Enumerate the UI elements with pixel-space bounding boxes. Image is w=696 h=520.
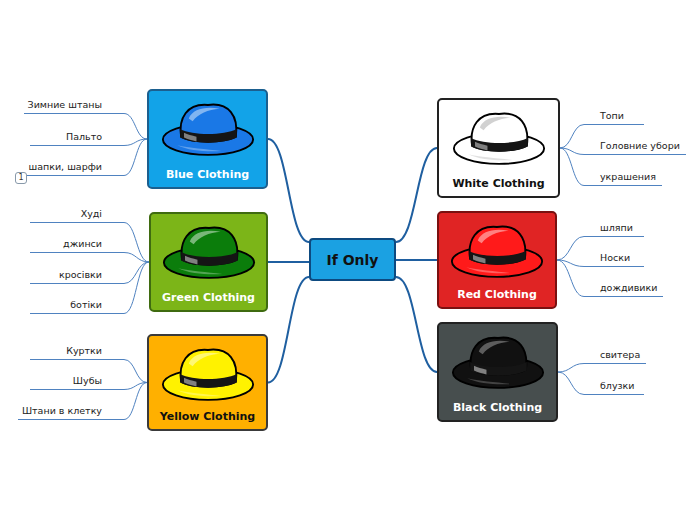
subtopic: Штани в клетку — [18, 404, 124, 420]
hat-illustration — [451, 106, 547, 168]
sub-branch — [557, 237, 584, 261]
box-title: Blue Clothing — [151, 168, 264, 181]
sub-branch — [560, 148, 584, 186]
subtopic: Пальто — [30, 130, 124, 146]
subtopic-text: шляпи — [600, 221, 644, 235]
subtopic: кросівки — [30, 268, 124, 284]
subtopic-text: джинси — [30, 237, 102, 251]
subtopic-text: Пальто — [30, 130, 102, 144]
subtopic: Куртки — [30, 344, 124, 360]
hat-topic-box: Black Clothing — [437, 322, 558, 422]
sub-branch — [124, 383, 147, 420]
subtopic-text: ботіки — [30, 298, 102, 312]
sub-branch — [124, 223, 149, 263]
subtopic: джинси — [30, 237, 124, 253]
subtopic: шапки, шарфи — [24, 160, 124, 176]
subtopic: Топи — [584, 109, 644, 125]
subtopic: свитера — [584, 348, 646, 364]
sub-branch — [124, 360, 147, 383]
subtopic-text: блузки — [600, 379, 644, 393]
subtopic: Носки — [584, 251, 644, 267]
subtopic: Шубы — [30, 374, 124, 390]
box-title: Yellow Clothing — [151, 410, 264, 423]
subtopic-text: кросівки — [30, 268, 102, 282]
main-branch — [268, 139, 309, 242]
subtopic-text: украшения — [600, 170, 662, 184]
sub-branch — [124, 139, 147, 176]
hat-topic-box: Red Clothing — [437, 211, 557, 309]
subtopic-text: Штани в клетку — [18, 404, 102, 418]
box-title: Red Clothing — [441, 288, 553, 301]
hat-topic-box: Yellow Clothing — [147, 334, 268, 431]
subtopic: украшения — [584, 170, 662, 186]
subtopic: Зимние штаны — [24, 98, 124, 114]
hat-topic-box: White Clothing — [437, 98, 560, 198]
sub-branch — [124, 253, 149, 263]
sub-branch — [558, 364, 584, 373]
sub-branch — [558, 372, 584, 395]
central-topic: If Only — [309, 238, 396, 281]
box-title: Green Clothing — [153, 291, 264, 304]
main-branch — [268, 261, 309, 263]
box-title: Black Clothing — [441, 401, 554, 414]
subtopic: Худі — [30, 207, 124, 223]
main-branch — [396, 259, 437, 261]
subtopic-text: дождивики — [600, 281, 663, 295]
subtopic-text: Шубы — [30, 374, 102, 388]
subtopic: Головние убори — [584, 139, 686, 155]
hat-illustration — [450, 330, 546, 392]
main-branch — [268, 277, 309, 383]
main-branch — [396, 277, 437, 372]
box-title: White Clothing — [441, 177, 556, 190]
sub-branch — [557, 260, 584, 297]
subtopic: ботіки — [30, 298, 124, 314]
sub-branch — [560, 125, 584, 149]
sub-branch — [124, 262, 149, 284]
hat-illustration — [160, 97, 256, 159]
subtopic-text: Куртки — [30, 344, 102, 358]
subtopic-text: Зимние штаны — [24, 98, 102, 112]
hat-illustration — [161, 220, 257, 282]
callout-number: 1 — [15, 172, 27, 184]
sub-branch — [124, 262, 149, 314]
main-branch — [396, 148, 437, 242]
sub-branch — [124, 114, 147, 140]
hat-topic-box: Green Clothing — [149, 212, 268, 312]
subtopic: шляпи — [584, 221, 644, 237]
subtopic-text: шапки, шарфи — [24, 160, 102, 174]
subtopic-text: Носки — [600, 251, 644, 265]
subtopic: блузки — [584, 379, 644, 395]
subtopic-text: свитера — [600, 348, 646, 362]
hat-illustration — [449, 219, 545, 281]
subtopic: дождивики — [584, 281, 663, 297]
subtopic-text: Головние убори — [600, 139, 686, 153]
central-title: If Only — [327, 252, 379, 268]
hat-topic-box: Blue Clothing — [147, 89, 268, 189]
subtopic-text: Худі — [30, 207, 102, 221]
hat-illustration — [160, 342, 256, 404]
subtopic-text: Топи — [600, 109, 644, 123]
